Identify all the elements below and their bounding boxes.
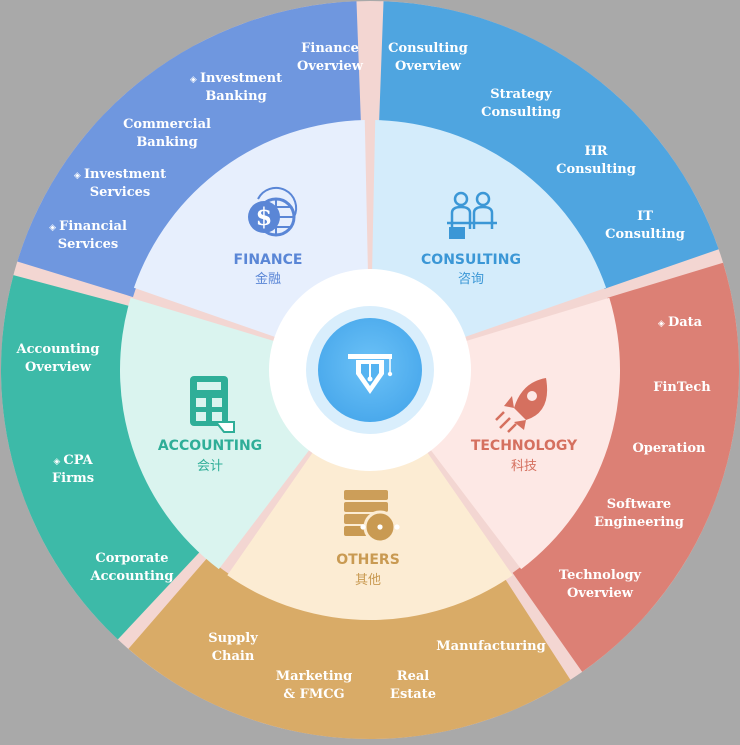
others-title: OTHERS — [336, 552, 400, 568]
item-label: Marketing — [276, 669, 352, 684]
finance-subtitle: 金融 — [255, 271, 281, 287]
consulting-title: CONSULTING — [421, 252, 521, 268]
technology-inner-segment[interactable] — [430, 297, 620, 570]
item-label: Engineering — [594, 515, 684, 530]
finance-inner-segment[interactable] — [133, 120, 368, 338]
accounting-outer-segment[interactable] — [0, 275, 201, 640]
item-label: Overview — [297, 59, 364, 74]
item-label: Operation — [632, 441, 706, 456]
layers-icon: ◈ — [658, 319, 668, 329]
item-label: FinTech — [653, 380, 711, 395]
technology-subtitle: 科技 — [511, 459, 537, 474]
item-label: ◈ Investment — [190, 71, 282, 86]
item-label: HR — [584, 144, 607, 159]
accounting-inner-segment[interactable] — [119, 297, 310, 570]
item-label: ◈ Data — [658, 315, 703, 330]
layers-icon: ◈ — [190, 75, 200, 85]
dollar-globe-icon: $ — [248, 186, 298, 237]
fountain-pen-graduation-icon — [348, 354, 393, 394]
item-label: Overview — [25, 360, 92, 375]
calculator-icon — [190, 376, 235, 433]
item-label: Firms — [52, 471, 94, 486]
item-label: IT — [637, 209, 653, 224]
item-label: Overview — [395, 59, 462, 74]
consultants-icon — [447, 191, 497, 239]
layers-icon: ◈ — [74, 171, 84, 181]
item-label: Corporate — [95, 551, 168, 566]
others-item[interactable]: Marketing & FMCG — [276, 669, 352, 702]
item-label: Real — [397, 669, 429, 684]
others-item[interactable]: Manufacturing — [436, 639, 545, 654]
item-label: Strategy — [490, 87, 552, 102]
item-label: Chain — [212, 649, 255, 664]
item-label: ◈ CPA — [53, 453, 93, 468]
item-label: Manufacturing — [436, 639, 545, 654]
item-label: Accounting — [90, 569, 174, 584]
technology-item[interactable]: Operation — [632, 441, 706, 456]
item-label: Estate — [390, 687, 436, 702]
item-label: Finance — [301, 41, 359, 56]
item-label: Supply — [208, 631, 258, 646]
layers-icon: ◈ — [53, 457, 63, 467]
consulting-item[interactable]: HR Consulting — [556, 144, 636, 177]
technology-item[interactable]: ◈ Data — [658, 315, 703, 330]
consulting-item[interactable]: IT Consulting — [605, 209, 685, 242]
item-label: Consulting — [388, 41, 468, 56]
finance-outer-segment[interactable] — [17, 1, 361, 298]
item-label: Banking — [136, 135, 197, 150]
consulting-inner-segment[interactable] — [372, 120, 607, 338]
technology-outer-segment[interactable] — [512, 262, 739, 672]
item-label: Overview — [567, 586, 634, 601]
consulting-subtitle: 咨询 — [458, 272, 484, 287]
item-label: Software — [607, 497, 671, 512]
layers-icon: ◈ — [49, 223, 59, 233]
consulting-outer-segment[interactable] — [379, 1, 719, 289]
technology-item[interactable]: FinTech — [653, 380, 711, 395]
item-label: Accounting — [16, 342, 100, 357]
accounting-subtitle: 会计 — [197, 459, 223, 474]
item-label: Services — [58, 237, 119, 252]
item-label: ◈ Financial — [49, 219, 127, 234]
technology-title: TECHNOLOGY — [471, 438, 578, 454]
svg-text:$: $ — [256, 202, 273, 231]
others-subtitle: 其他 — [355, 573, 381, 588]
item-label: Consulting — [481, 105, 561, 120]
item-label: Consulting — [556, 162, 636, 177]
item-label: Services — [90, 185, 151, 200]
item-label: Technology — [559, 568, 642, 583]
accounting-title: ACCOUNTING — [158, 438, 262, 454]
server-chat-icon — [344, 490, 400, 544]
accounting-item[interactable]: ◈ CPA Firms — [52, 453, 94, 486]
item-label: Banking — [205, 89, 266, 104]
item-label: Commercial — [123, 117, 211, 132]
item-label: Consulting — [605, 227, 685, 242]
item-label: ◈ Investment — [74, 167, 166, 182]
finance-title: FINANCE — [234, 252, 303, 268]
rocket-icon — [495, 378, 548, 433]
item-label: & FMCG — [283, 687, 344, 702]
